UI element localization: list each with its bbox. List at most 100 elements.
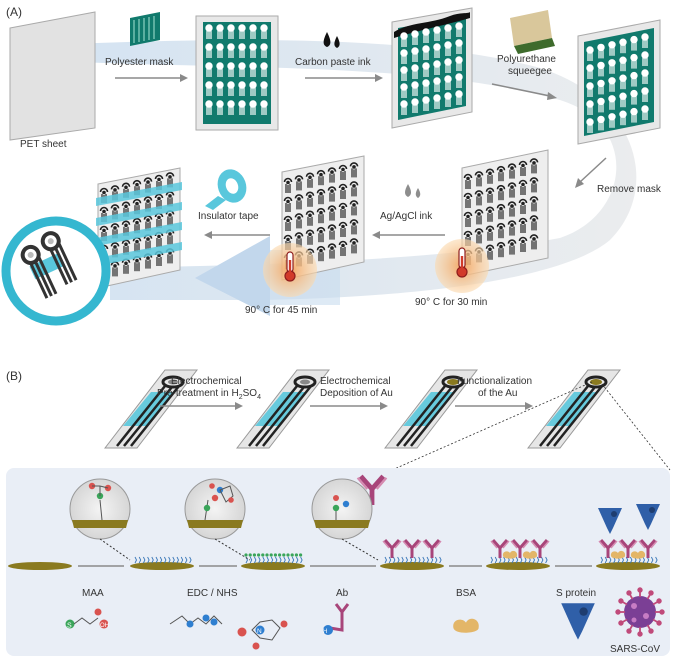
sam-chain <box>184 556 188 564</box>
virus-spike-tip <box>637 631 643 637</box>
electrode-pattern <box>586 82 594 98</box>
arrow-b1 <box>160 402 243 410</box>
electrode-pattern <box>608 95 616 111</box>
sam-chain <box>163 556 167 564</box>
sam-chain <box>392 556 396 564</box>
electrode-pattern <box>205 81 213 97</box>
electrode-pattern <box>444 75 452 91</box>
sam-chain <box>176 556 180 564</box>
electrode-pattern <box>400 83 408 99</box>
electrode-pattern <box>433 60 441 76</box>
reagent-sars: SARS-CoV <box>610 644 660 655</box>
sam-chain <box>159 556 163 564</box>
virus-spike-tip <box>626 628 632 634</box>
ester-group <box>290 553 294 557</box>
sam-chain <box>621 556 625 564</box>
electrode-pattern <box>586 118 594 134</box>
sam-chain <box>608 556 612 564</box>
electrode-pattern <box>597 115 605 131</box>
sam-chain <box>540 556 544 564</box>
ester-group <box>273 553 277 557</box>
gold-electrode-edc <box>241 553 305 570</box>
electrode-pattern <box>249 62 257 78</box>
electrode-pattern <box>586 100 594 116</box>
sam-chain <box>262 556 265 564</box>
electrode-pattern <box>260 81 268 97</box>
sam-chain <box>490 556 494 564</box>
printed-sheet <box>577 19 661 145</box>
electrode-pattern <box>586 46 594 62</box>
electrode-pattern <box>641 105 649 121</box>
electrode-pattern <box>444 24 452 40</box>
arrow-a4 <box>575 157 607 188</box>
sam-chain <box>151 556 154 564</box>
panel-b-label: (B) <box>6 369 22 383</box>
edc-molecule <box>169 614 223 628</box>
ink-drop-icon <box>323 32 340 48</box>
electrode-strip-pretreated <box>235 369 331 449</box>
electrode-pattern <box>433 43 441 59</box>
electrode-pattern <box>619 74 627 90</box>
sam-chain <box>434 556 438 564</box>
gold-electrode-maa <box>130 556 194 570</box>
sam-chain <box>283 556 286 564</box>
electrode-pattern <box>630 35 638 52</box>
electrode-pattern <box>586 64 594 80</box>
electrode-pattern <box>411 47 419 63</box>
finished-electrode-zoom <box>1 216 111 326</box>
sam-chain <box>439 556 442 564</box>
sam-chain <box>300 556 303 564</box>
reagent-bsa: BSA <box>456 588 476 599</box>
squeegee-label-2: squeegee <box>508 66 552 77</box>
virus-spike-tip <box>659 609 665 615</box>
electrode-pattern <box>216 62 224 78</box>
gold-electrode-bare <box>8 562 72 570</box>
sam-chain <box>274 556 278 564</box>
pet-sheet-label: PET sheet <box>20 139 67 150</box>
ester-group <box>299 553 303 557</box>
electrode-pattern <box>260 62 268 78</box>
electrode-pattern <box>608 58 616 75</box>
sam-chain <box>629 556 633 564</box>
electrode-pattern <box>205 100 213 116</box>
virus-spike-tip <box>618 620 624 626</box>
electrode-pattern <box>619 110 627 126</box>
electrode-pattern <box>205 62 213 78</box>
arrow-a2 <box>305 74 383 82</box>
ink-drop-icon <box>405 184 421 198</box>
electrode-pattern <box>411 98 419 114</box>
virus-spike-tip <box>656 620 662 626</box>
sam-chain <box>287 556 291 564</box>
deposit-label-1: Electrochemical <box>320 376 391 387</box>
electrode-pattern <box>597 79 605 96</box>
ester-group <box>252 553 256 557</box>
electrode-pattern <box>205 43 213 59</box>
electrode-pattern <box>455 56 463 72</box>
electrode-strip-gold <box>383 369 479 449</box>
electrode-pattern <box>630 89 638 106</box>
electrode-pattern <box>249 24 257 40</box>
electrode-pattern <box>433 94 441 110</box>
sam-chain <box>384 556 388 564</box>
carbon-ink-label: Carbon paste ink <box>295 57 372 68</box>
electrode-pattern <box>422 28 430 44</box>
electrode-pattern <box>227 62 235 78</box>
electrode-pattern <box>205 24 213 40</box>
electrode-pattern <box>641 33 649 49</box>
sam-chain <box>503 556 506 564</box>
reagent-s-protein: S protein <box>556 588 596 599</box>
virus-spike-tip <box>615 609 621 615</box>
electrode-pattern <box>216 43 224 59</box>
sam-chain <box>604 556 608 564</box>
ester-group <box>286 553 290 557</box>
ester-group <box>248 553 252 557</box>
virus-spike-tip <box>637 587 643 593</box>
electrode-pattern <box>411 81 419 97</box>
electrode-pattern <box>444 58 452 74</box>
agagcl-ink-label: Ag/AgCl ink <box>380 211 433 222</box>
electrode-pattern <box>400 32 408 48</box>
electrode-pattern <box>455 73 463 89</box>
electrode-pattern <box>455 22 463 38</box>
electrode-pattern <box>227 100 235 116</box>
electrode-pattern <box>608 77 616 93</box>
